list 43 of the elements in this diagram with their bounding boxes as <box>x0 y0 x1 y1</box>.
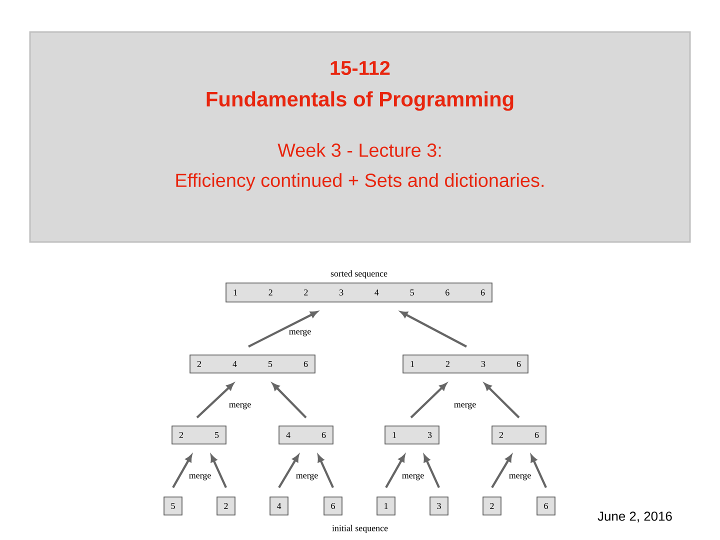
arrow <box>196 383 234 418</box>
caption-text: merge <box>289 330 311 336</box>
arrow <box>484 383 520 418</box>
array-box: 5 <box>164 496 182 516</box>
caption-text: merge <box>402 474 424 480</box>
caption-text: merge <box>189 474 211 480</box>
array-box: 1 2 3 6 <box>402 354 528 374</box>
array-box: 4 6 <box>278 426 334 444</box>
array-box: 1 <box>376 496 396 516</box>
arrow <box>248 311 318 348</box>
array-box: 6 <box>324 496 342 516</box>
array-box: 4 <box>270 496 288 516</box>
array-box: 3 <box>430 496 448 516</box>
array-box: 2 <box>216 496 236 516</box>
array-box: 1 2 2 3 4 5 6 6 <box>226 282 492 302</box>
subtitle: Efficiency continued + Sets and dictionaries. <box>176 173 544 191</box>
caption-text: merge <box>454 402 476 410</box>
title-number: 15-112 <box>330 60 390 76</box>
arrow <box>318 454 334 488</box>
title: Fundamentals of Programming <box>206 91 514 111</box>
arrow <box>400 311 468 348</box>
array-box: 6 <box>536 496 556 516</box>
arrow <box>278 454 300 488</box>
array-box: 2 6 <box>492 426 546 444</box>
caption-text: initial sequence <box>332 524 388 534</box>
arrow <box>210 454 227 488</box>
caption-text: sorted sequence <box>330 270 388 278</box>
caption-text: merge <box>296 474 318 480</box>
caption-text: merge <box>229 402 251 410</box>
date: June 2, 2016 <box>598 512 672 522</box>
arrow <box>530 454 547 488</box>
subtitle: Week 3 - Lecture 3: <box>278 143 441 157</box>
caption-text: merge <box>509 474 531 480</box>
arrow <box>491 454 512 488</box>
arrow <box>272 383 307 418</box>
arrow <box>172 454 192 488</box>
array-box: 1 3 <box>384 426 440 444</box>
arrow <box>385 454 406 488</box>
array-box: 2 5 <box>172 426 226 444</box>
array-box: 2 <box>482 496 502 516</box>
arrow <box>410 383 447 418</box>
array-box: 2 4 5 6 <box>190 354 316 374</box>
arrow <box>424 454 440 488</box>
